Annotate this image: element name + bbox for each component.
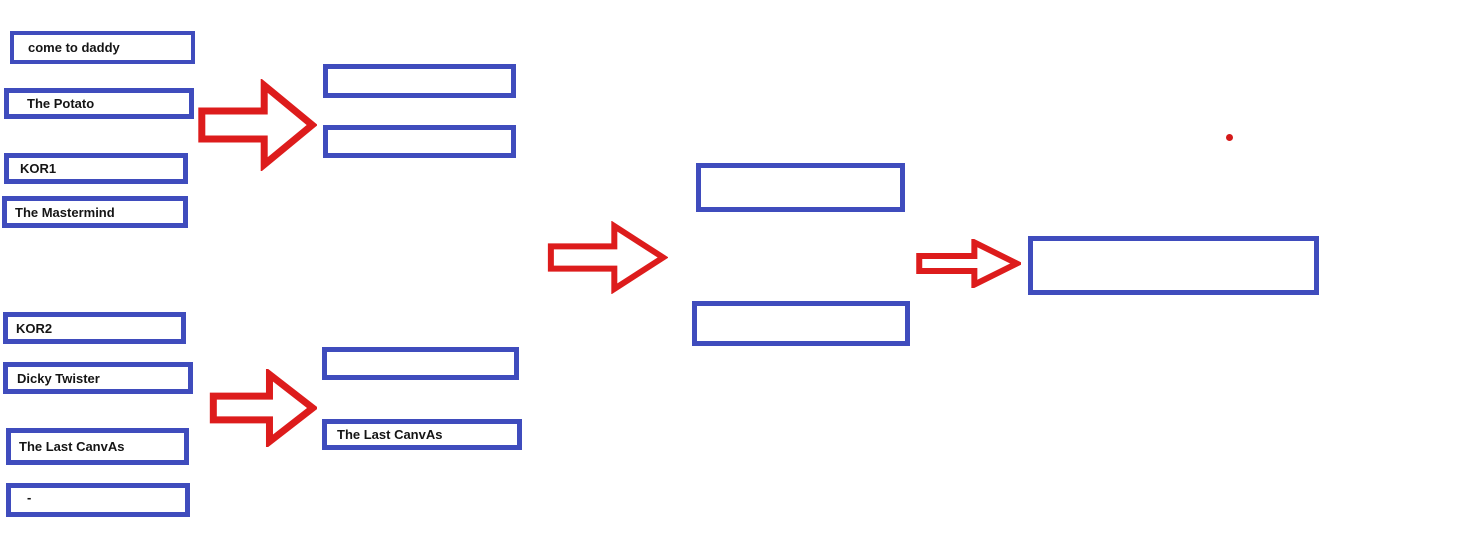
bracket-slot-label: The Last CanvAs xyxy=(19,439,125,454)
bracket-slot-label: The Potato xyxy=(27,96,95,111)
bracket-slot-round3-2[interactable] xyxy=(692,301,910,346)
bracket-slot-round1-1[interactable]: come to daddy xyxy=(10,31,195,64)
bracket-slot-label: The Last CanvAs xyxy=(337,427,443,442)
bracket-slot-label: - xyxy=(27,490,32,505)
bracket-slot-round1-5[interactable]: KOR2 xyxy=(3,312,186,344)
bracket-slot-label: Dicky Twister xyxy=(17,370,100,386)
arrow-round1-to-round2-bottom xyxy=(209,369,317,447)
arrow-round1-to-round2-top xyxy=(197,79,317,171)
bracket-slot-label: come to daddy xyxy=(28,40,120,55)
bracket-slot-round1-4[interactable]: The Mastermind xyxy=(2,196,188,228)
bracket-slot-round2-1[interactable] xyxy=(323,64,516,98)
bracket-slot-label: KOR2 xyxy=(16,320,53,336)
bracket-slot-round4-1[interactable] xyxy=(1028,236,1319,295)
bracket-slot-round1-7[interactable]: The Last CanvAs xyxy=(6,428,189,465)
arrow-outline xyxy=(202,85,312,164)
arrow-outline xyxy=(213,374,312,441)
arrow-round2-to-semifinal xyxy=(546,221,668,294)
bracket-slot-round1-3[interactable]: KOR1 xyxy=(4,153,188,184)
bracket-slot-round1-2[interactable]: The Potato xyxy=(4,88,194,119)
arrow-semifinal-to-final xyxy=(915,239,1021,288)
bracket-slot-round2-3[interactable] xyxy=(322,347,519,380)
bracket-slot-round1-8[interactable]: - xyxy=(6,483,190,517)
bracket-slot-round3-1[interactable] xyxy=(696,163,905,212)
bracket-slot-label: The Mastermind xyxy=(15,204,115,220)
bracket-slot-round2-2[interactable] xyxy=(323,125,516,158)
arrow-outline xyxy=(919,242,1017,284)
bracket-slot-round1-6[interactable]: Dicky Twister xyxy=(3,362,193,394)
arrow-outline xyxy=(551,226,663,289)
bracket-slot-label: KOR1 xyxy=(20,161,57,176)
bracket-slot-round2-4[interactable]: The Last CanvAs xyxy=(322,419,522,450)
cursor-dot xyxy=(1226,134,1233,141)
